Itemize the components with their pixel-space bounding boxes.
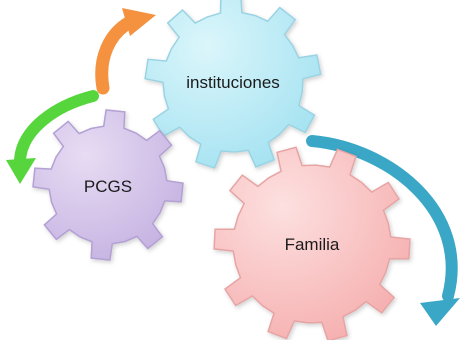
orange-arrow (95, 8, 156, 95)
green-arrow-head (6, 158, 36, 184)
gear-familia: Familia (213, 146, 411, 340)
gear-instituciones: instituciones (144, 0, 322, 169)
gear-familia-shape (213, 146, 411, 340)
gear-pcgs-shape (32, 109, 184, 261)
green-arrow-shaft (14, 90, 99, 166)
gear-instituciones-label: instituciones (186, 73, 280, 92)
gear-instituciones-shape (144, 0, 322, 169)
gear-pcgs-label: PCGS (84, 177, 132, 196)
orange-arrow-head (122, 8, 156, 36)
gear-pcgs: PCGS (32, 109, 184, 261)
blue-arrow (306, 135, 460, 326)
blue-arrow-head (420, 298, 460, 326)
gear-familia-label: Familia (285, 235, 340, 254)
blue-arrow-shaft (306, 135, 458, 302)
green-arrow (6, 90, 99, 184)
